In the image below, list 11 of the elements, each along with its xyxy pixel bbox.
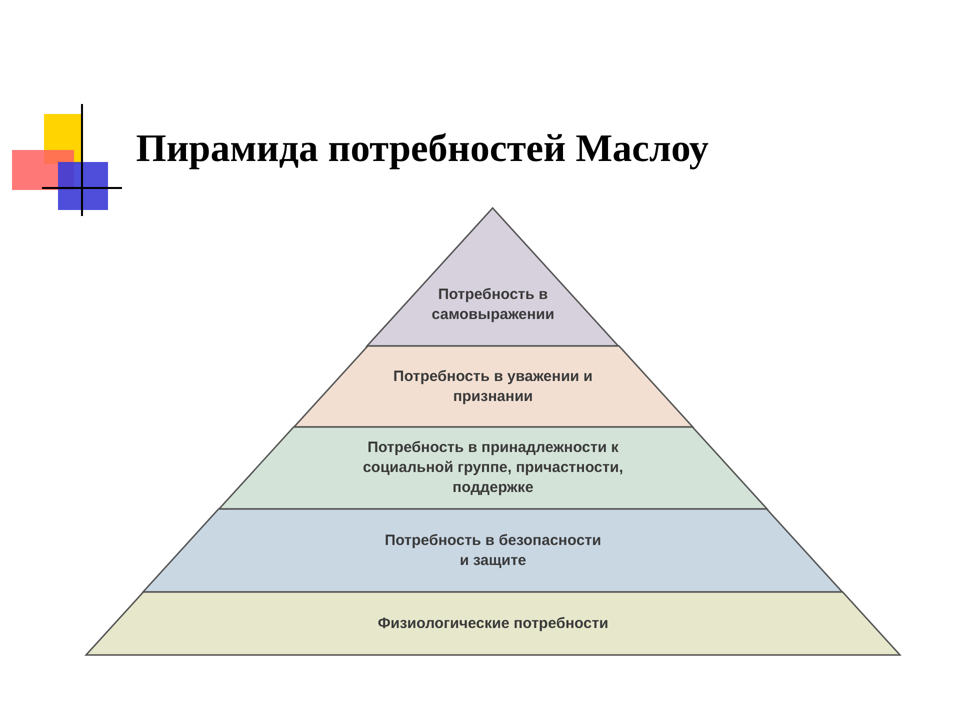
pyramid-tier — [86, 592, 900, 655]
tier-label: Потребность в безопасности и защите — [384, 530, 602, 570]
pyramid-tier — [367, 208, 619, 346]
pyramid-tier — [143, 509, 843, 592]
pyramid-tier — [294, 346, 692, 427]
slide-title: Пирамида потребностей Маслоу — [136, 126, 709, 171]
tier-label: Физиологические потребности — [376, 614, 610, 634]
tier-label: Потребность в самовыражении — [430, 284, 556, 325]
tier-label: Потребность в принадлежности к социальной группе, причастности, поддержке — [362, 438, 624, 498]
pyramid-tier — [218, 427, 768, 509]
tier-label: Потребность в уважении и признании — [392, 366, 594, 406]
